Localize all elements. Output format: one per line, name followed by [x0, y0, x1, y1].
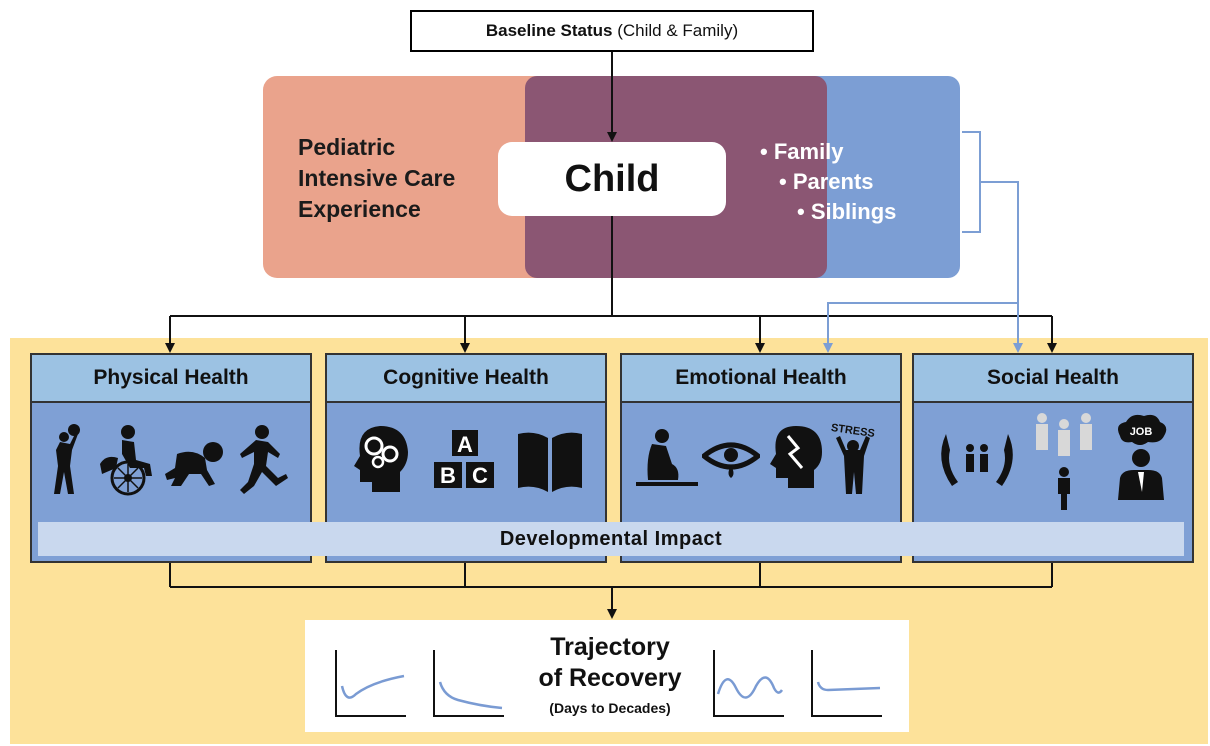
- family-item: • Siblings: [797, 199, 896, 225]
- trajectory-title-line: of Recovery: [538, 664, 682, 692]
- job-person-icon: JOB: [1118, 414, 1167, 500]
- wheelchair-child-icon: [100, 425, 152, 496]
- bullet: •: [760, 139, 768, 164]
- domain-title: Physical Health: [32, 355, 310, 403]
- family-arrow-emotional: [823, 302, 1018, 353]
- oscillating-curve: [713, 650, 784, 717]
- family-item-label: Siblings: [810, 199, 897, 224]
- crying-eye-icon: [702, 442, 760, 478]
- pice-line: Experience: [298, 196, 421, 222]
- stress-label: STRESS: [830, 422, 875, 440]
- family-item: • Parents: [779, 169, 874, 195]
- sad-sitting-person-icon: [636, 429, 698, 486]
- family-item: • Family: [760, 139, 844, 165]
- people-group-icon: [1036, 413, 1092, 510]
- bullet: •: [779, 169, 787, 194]
- flat-curve: [811, 650, 882, 717]
- family-arrow-social: [980, 181, 1023, 353]
- abc-letter: A: [457, 432, 473, 457]
- abc-letter: B: [440, 463, 456, 488]
- basketball-player-icon: [54, 424, 80, 494]
- job-label: JOB: [1130, 426, 1153, 438]
- abc-letter: C: [472, 463, 488, 488]
- running-child-icon: [240, 425, 288, 494]
- baseline-status-box: Baseline Status (Child & Family): [410, 10, 814, 52]
- abc-blocks-icon: A B C: [434, 430, 494, 488]
- trajectory-title: Trajectory of Recovery: [510, 632, 710, 694]
- family-item-label: Family: [773, 139, 844, 164]
- developmental-impact-bar: Developmental Impact: [38, 522, 1184, 556]
- pice-line: Intensive Care: [298, 165, 456, 191]
- hands-family-icon: [941, 434, 1013, 486]
- bullet: •: [797, 199, 805, 224]
- declining-curve: [433, 650, 504, 717]
- trajectory-subtitle: (Days to Decades): [549, 700, 671, 716]
- child-box: Child: [498, 142, 726, 216]
- baseline-subtitle: (Child & Family): [612, 21, 739, 40]
- family-item-label: Parents: [792, 169, 874, 194]
- domain-title: Social Health: [914, 355, 1192, 403]
- brain-gears-icon: [354, 426, 408, 492]
- dip-then-rise-curve: [335, 650, 406, 717]
- stressed-person-icon: STRESS: [830, 422, 875, 494]
- pice-label: Pediatric Intensive Care Experience: [298, 132, 498, 225]
- broken-head-icon: [770, 426, 822, 488]
- crawling-baby-icon: [165, 442, 223, 486]
- open-book-icon: [518, 432, 582, 492]
- trajectory-box: [305, 620, 909, 732]
- domain-title: Cognitive Health: [327, 355, 605, 403]
- trajectory-title-line: Trajectory: [550, 633, 670, 661]
- pice-line: Pediatric: [298, 134, 396, 160]
- family-bracket: [962, 131, 981, 233]
- domain-title: Emotional Health: [622, 355, 900, 403]
- baseline-title: Baseline Status: [485, 21, 613, 40]
